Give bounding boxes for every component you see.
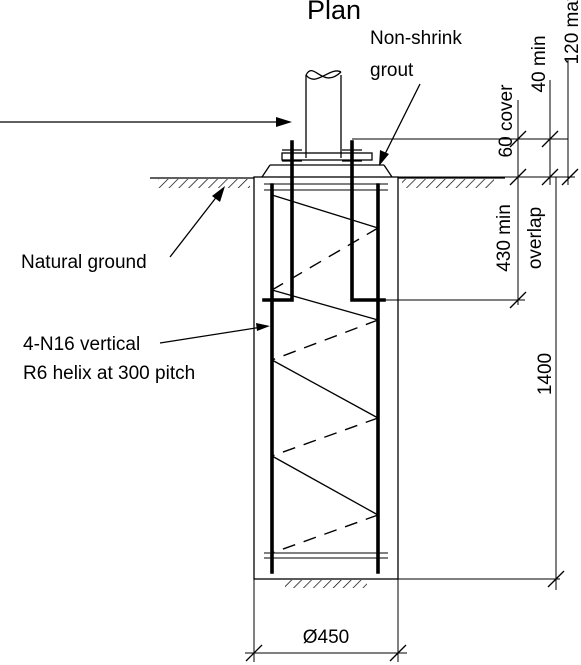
natural-ground-label: Natural ground: [21, 252, 147, 273]
vertical-bars-label: 4-N16 vertical: [23, 334, 140, 355]
depth-dimension: 1400: [535, 353, 556, 395]
helix-back: [271, 227, 379, 554]
grout-min-dimension: 40 min: [529, 35, 550, 92]
base-plate: [261, 152, 393, 178]
helix-label: R6 helix at 300 pitch: [23, 363, 195, 384]
grout-leader: [379, 83, 421, 166]
overlap-min-dimension: 430 min: [494, 204, 515, 272]
anchor-bolts: [262, 140, 386, 302]
diameter-dimension: Ø450: [303, 627, 349, 648]
vertical-bars: [270, 183, 380, 574]
helix-front: [271, 194, 379, 516]
dimension-lines: [245, 60, 579, 662]
grout-label-line2: grout: [370, 60, 414, 81]
ring-ties: [264, 183, 388, 559]
natural-ground-line: [150, 177, 505, 188]
drawing-title: Plan: [307, 0, 361, 25]
cover-dimension: 60 cover: [496, 84, 517, 158]
grout-label-line1: Non-shrink: [370, 28, 462, 49]
base-hatching: [285, 580, 367, 588]
overlap-label: overlap: [525, 207, 546, 269]
reinforcement-leader: [159, 323, 270, 344]
concrete-pile-outline: [253, 176, 399, 580]
natural-ground-leader: [169, 186, 225, 258]
grout-max-dimension: 120 max: [562, 0, 581, 64]
plan-arrow: [0, 117, 292, 127]
steel-post: [305, 70, 342, 158]
